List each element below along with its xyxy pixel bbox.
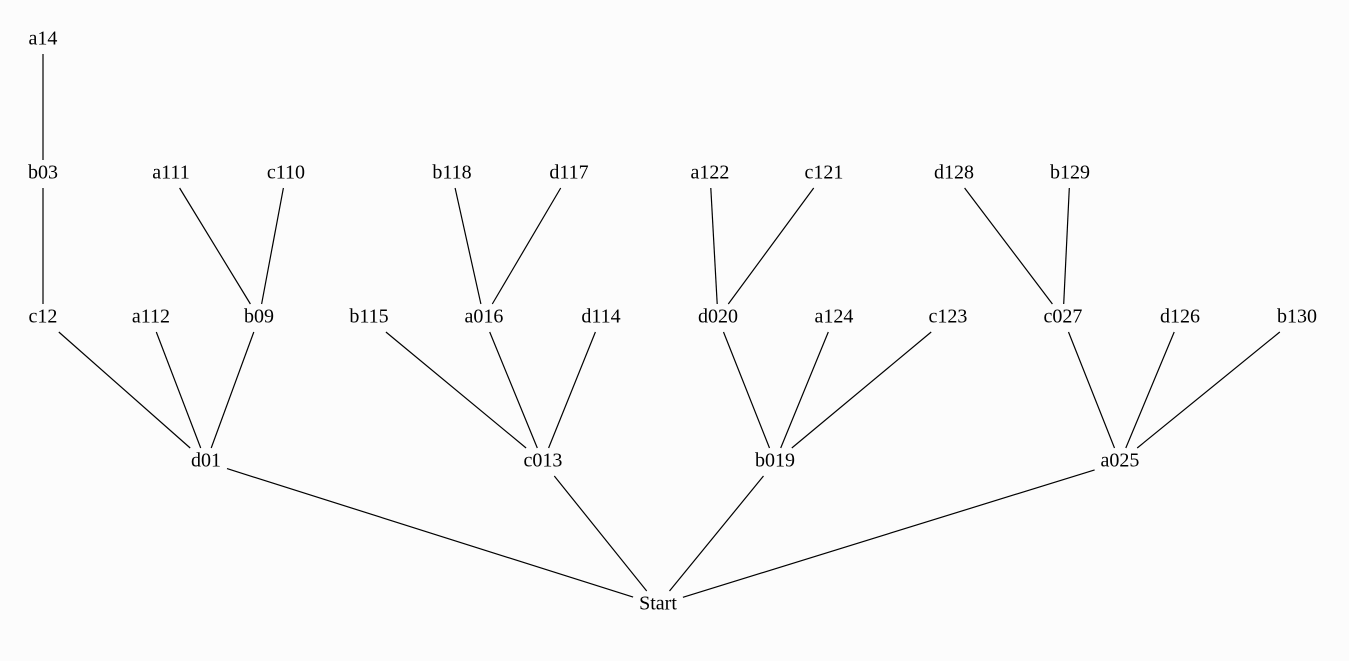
edge-c013-b115 — [385, 331, 527, 449]
edge-start-c013 — [553, 475, 648, 592]
edge-c013-d114 — [548, 331, 596, 449]
node-d128: d128 — [934, 162, 974, 184]
edge-start-a025 — [682, 469, 1095, 598]
node-b03: b03 — [28, 162, 58, 184]
edge-d01-b09 — [210, 331, 255, 449]
edge-b019-d020 — [722, 331, 771, 449]
node-b115: b115 — [349, 306, 388, 328]
edge-a025-c027 — [1067, 331, 1116, 449]
edge-b019-c123 — [791, 331, 932, 449]
edge-a016-b118 — [454, 187, 482, 305]
edge-start-d01 — [226, 468, 634, 598]
node-a112: a112 — [132, 306, 170, 328]
edge-a016-d117 — [491, 187, 562, 305]
node-a025: a025 — [1101, 450, 1140, 472]
edge-b09-a111 — [179, 187, 251, 305]
node-b129: b129 — [1050, 162, 1090, 184]
node-c027: c027 — [1044, 306, 1083, 328]
edge-d01-a112 — [155, 331, 202, 449]
edge-start-b019 — [669, 475, 764, 592]
edge-b019-a124 — [780, 331, 829, 449]
node-b130: b130 — [1277, 306, 1317, 328]
node-c12: c12 — [29, 306, 58, 328]
node-a016: a016 — [465, 306, 504, 328]
edge-c027-d128 — [964, 187, 1053, 305]
node-d01: d01 — [191, 450, 221, 472]
node-a124: a124 — [815, 306, 854, 328]
node-c123: c123 — [929, 306, 968, 328]
edge-layer — [42, 54, 1281, 598]
node-c110: c110 — [267, 162, 305, 184]
edge-c027-b129 — [1063, 187, 1070, 305]
node-d126: d126 — [1160, 306, 1200, 328]
node-c013: c013 — [524, 450, 563, 472]
node-b09: b09 — [244, 306, 274, 328]
edge-a025-d126 — [1125, 331, 1175, 449]
edge-c013-a016 — [489, 331, 538, 449]
node-a122: a122 — [691, 162, 730, 184]
node-d114: d114 — [581, 306, 620, 328]
edge-b09-c110 — [261, 187, 284, 305]
edge-d01-c12 — [58, 331, 191, 449]
node-a111: a111 — [152, 162, 189, 184]
edge-a025-b130 — [1136, 331, 1281, 449]
node-a14: a14 — [29, 28, 58, 50]
edge-d020-c121 — [727, 187, 815, 305]
edge-d020-a122 — [710, 187, 718, 305]
node-start: Start — [639, 593, 677, 615]
node-d020: d020 — [698, 306, 738, 328]
node-b019: b019 — [755, 450, 795, 472]
node-c121: c121 — [805, 162, 844, 184]
node-d117: d117 — [549, 162, 588, 184]
node-layer: Start d01 c013 b019 a025 c12 a112 b09 b115 a016 d1… — [28, 28, 1317, 615]
node-b118: b118 — [432, 162, 471, 184]
